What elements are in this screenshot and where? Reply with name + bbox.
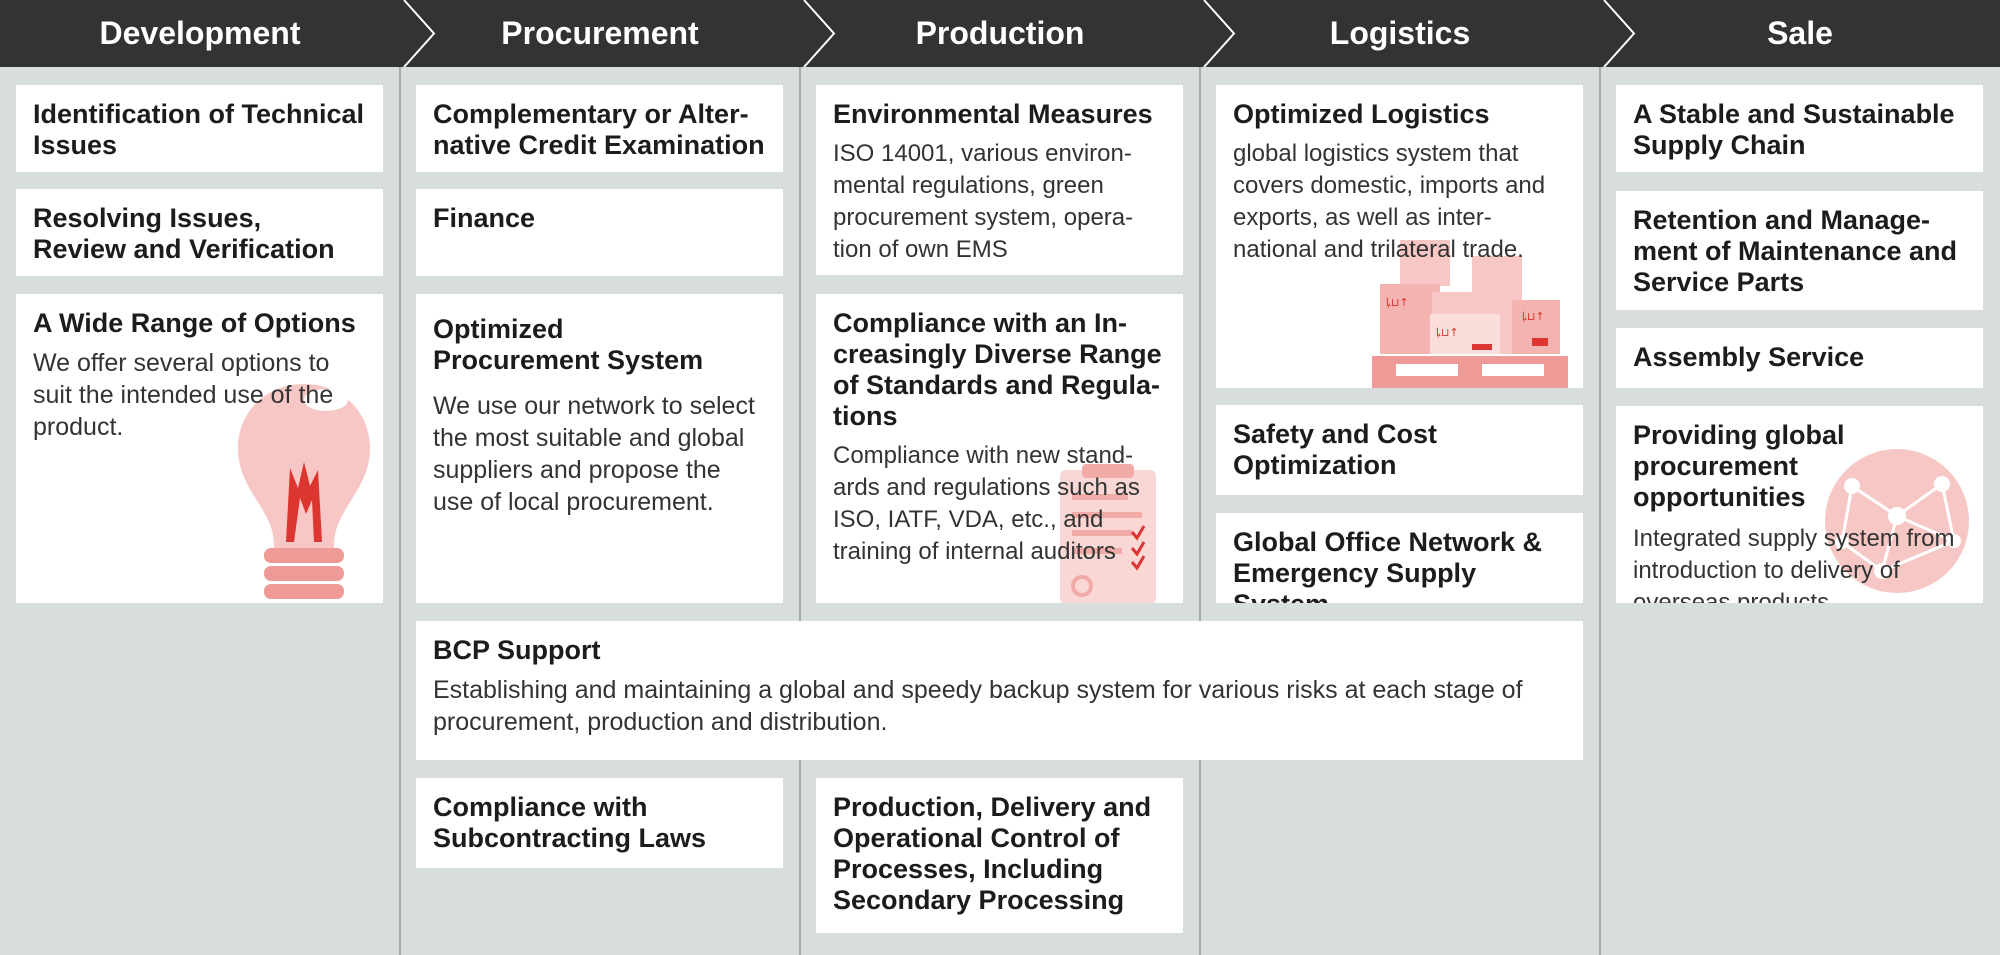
- card-title: Compliance with Subcontracting Laws: [433, 792, 707, 853]
- card-compliance-standards: Compliance with an In- creasingly Divers…: [816, 294, 1183, 603]
- card-title: A Wide Range of Options: [33, 308, 356, 338]
- card-optimized-procurement: Optimized Procurement System We use our …: [416, 294, 783, 603]
- card-title: Retention and Manage- ment of Maintenanc…: [1633, 205, 1958, 297]
- card-title: Compliance with an In- creasingly Divers…: [833, 308, 1162, 431]
- chevron-right-icon: [1603, 0, 1636, 67]
- card-title: Optimized Procurement System: [433, 314, 704, 375]
- card-body: ISO 14001, various environ- mental regul…: [833, 140, 1134, 263]
- card-title: BCP Support: [433, 635, 601, 665]
- stage-production: Production: [800, 0, 1200, 67]
- svg-text:ꝲ⊔↑: ꝲ⊔↑: [1436, 326, 1459, 339]
- card-title: Environmental Measures: [833, 99, 1153, 129]
- card-optimized-logistics: ꝲ⊔↑ ꝲ⊔↑ ꝲ⊔↑ Optimized Logistics global l…: [1216, 85, 1583, 388]
- svg-text:ꝲ⊔↑: ꝲ⊔↑: [1386, 296, 1409, 309]
- card-title: A Stable and Sustainable Supply Chain: [1633, 99, 1955, 160]
- column-divider: [1199, 67, 1201, 955]
- svg-text:ꝲ⊔↑: ꝲ⊔↑: [1522, 310, 1545, 323]
- stage-development: Development: [0, 0, 400, 67]
- checklist-icon: [1060, 464, 1156, 603]
- stage-label: Production: [915, 15, 1085, 51]
- stage-header-bar: Development Procurement Production Logis…: [0, 0, 2000, 67]
- card-subcontracting-laws: Compliance with Subcontracting Laws: [416, 778, 783, 868]
- stage-label: Procurement: [501, 15, 699, 51]
- card-body: We use our network to select the most su…: [433, 392, 755, 516]
- card-global-procurement-opportunities: Providing global procurement opportuniti…: [1616, 406, 1983, 603]
- stage-label: Sale: [1767, 15, 1833, 51]
- light-bulb-icon: [238, 384, 370, 599]
- boxes-pallet-icon: ꝲ⊔↑ ꝲ⊔↑ ꝲ⊔↑: [1372, 240, 1568, 388]
- card-title: Assembly Service: [1633, 342, 1865, 372]
- card-wide-range-options: A Wide Range of Options We offer several…: [16, 294, 383, 603]
- stage-procurement: Procurement: [400, 0, 800, 67]
- card-finance: Finance: [416, 189, 783, 276]
- card-title: Optimized Logistics: [1233, 99, 1490, 129]
- card-body: Compliance with new stand- ards and regu…: [833, 442, 1140, 565]
- card-assembly-service: Assembly Service: [1616, 328, 1983, 388]
- card-title: Safety and Cost Optimization: [1233, 419, 1438, 480]
- card-safety-cost: Safety and Cost Optimization: [1216, 405, 1583, 495]
- card-body: Integrated supply system from introducti…: [1633, 525, 1955, 603]
- card-body: global logistics system that covers dome…: [1233, 140, 1546, 263]
- card-production-delivery-control: Production, Delivery and Operational Con…: [816, 778, 1183, 933]
- globe-network-icon: [1825, 449, 1969, 593]
- card-title: Identification of Technical Issues: [33, 99, 365, 160]
- card-title: Providing global procurement opportuniti…: [1633, 420, 1845, 512]
- column-divider: [399, 67, 401, 955]
- card-title: Production, Delivery and Operational Con…: [833, 792, 1152, 915]
- card-credit-examination: Complementary or Alter- native Credit Ex…: [416, 85, 783, 172]
- card-body: Establishing and maintaining a global an…: [433, 676, 1523, 736]
- card-maintenance-parts: Retention and Manage- ment of Maintenanc…: [1616, 191, 1983, 310]
- card-environmental-measures: Environmental Measures ISO 14001, variou…: [816, 85, 1183, 275]
- card-body: We offer several options to suit the int…: [33, 349, 334, 441]
- card-title: Complementary or Alter- native Credit Ex…: [433, 99, 765, 160]
- card-stable-supply-chain: A Stable and Sustainable Supply Chain: [1616, 85, 1983, 172]
- chevron-right-icon: [403, 0, 436, 67]
- card-title: Global Office Network & Emergency Supply…: [1233, 527, 1543, 603]
- card-resolving-issues: Resolving Issues, Review and Verificatio…: [16, 189, 383, 276]
- chevron-right-icon: [803, 0, 836, 67]
- card-title: Resolving Issues, Review and Verificatio…: [33, 203, 335, 264]
- stage-sale: Sale: [1600, 0, 2000, 67]
- column-divider: [799, 67, 801, 955]
- card-identification-technical-issues: Identification of Technical Issues: [16, 85, 383, 172]
- card-global-office-network: Global Office Network & Emergency Supply…: [1216, 513, 1583, 603]
- stage-label: Logistics: [1329, 15, 1471, 51]
- card-bcp-support: BCP Support Establishing and maintaining…: [416, 621, 1583, 760]
- column-divider: [1599, 67, 1601, 955]
- chevron-right-icon: [1203, 0, 1236, 67]
- stage-logistics: Logistics: [1200, 0, 1600, 67]
- stage-label: Development: [99, 15, 301, 51]
- card-title: Finance: [433, 203, 536, 233]
